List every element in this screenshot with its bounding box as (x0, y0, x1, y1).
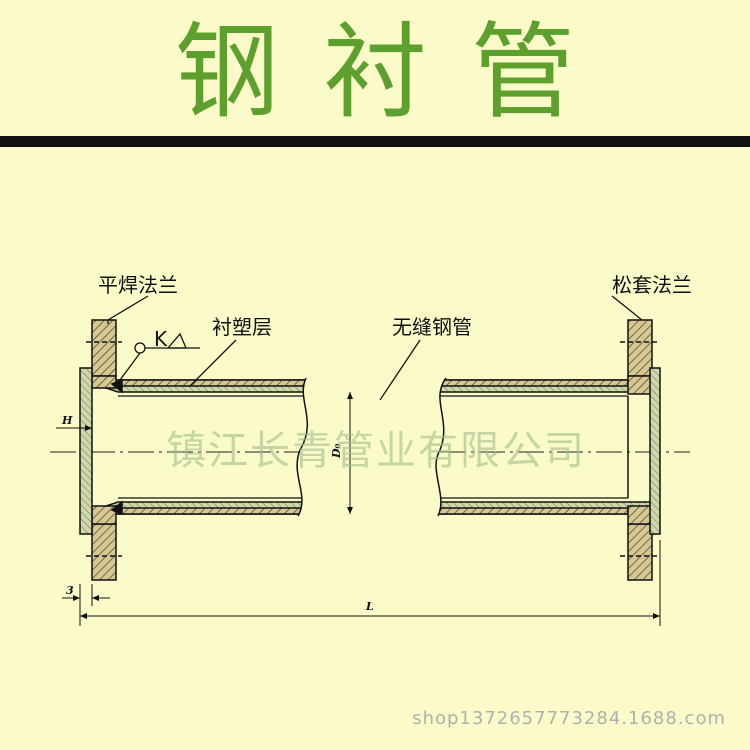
label-loose-flange: 松套法兰 (612, 273, 692, 297)
pipe-inner-lines (118, 395, 628, 499)
weld-symbol-label: K (154, 327, 168, 351)
dimension-h-label: H (61, 414, 73, 427)
pipe-break (296, 376, 447, 518)
dimension-d0-label: D₀ (330, 443, 343, 459)
dimension-l (79, 540, 661, 626)
page-title: 钢衬管 (174, 11, 619, 133)
shop-url-footer: shop1372657773284.1688.com (412, 708, 726, 729)
header-divider (0, 136, 750, 147)
dimension-l-label: L (365, 600, 374, 613)
label-seamless-pipe: 无缝钢管 (392, 315, 472, 339)
label-plastic-lining: 衬塑层 (212, 315, 272, 339)
left-slip-on-flange (79, 319, 123, 581)
leader-lines (107, 295, 643, 401)
dimension-gap (62, 584, 110, 606)
dimension-gap-label: 3 (66, 584, 74, 597)
company-watermark: 镇江长青管业有限公司 (166, 428, 586, 474)
right-loose-flange (620, 319, 661, 581)
dimension-h (56, 418, 93, 440)
label-slip-on-flange: 平焊法兰 (98, 273, 178, 297)
